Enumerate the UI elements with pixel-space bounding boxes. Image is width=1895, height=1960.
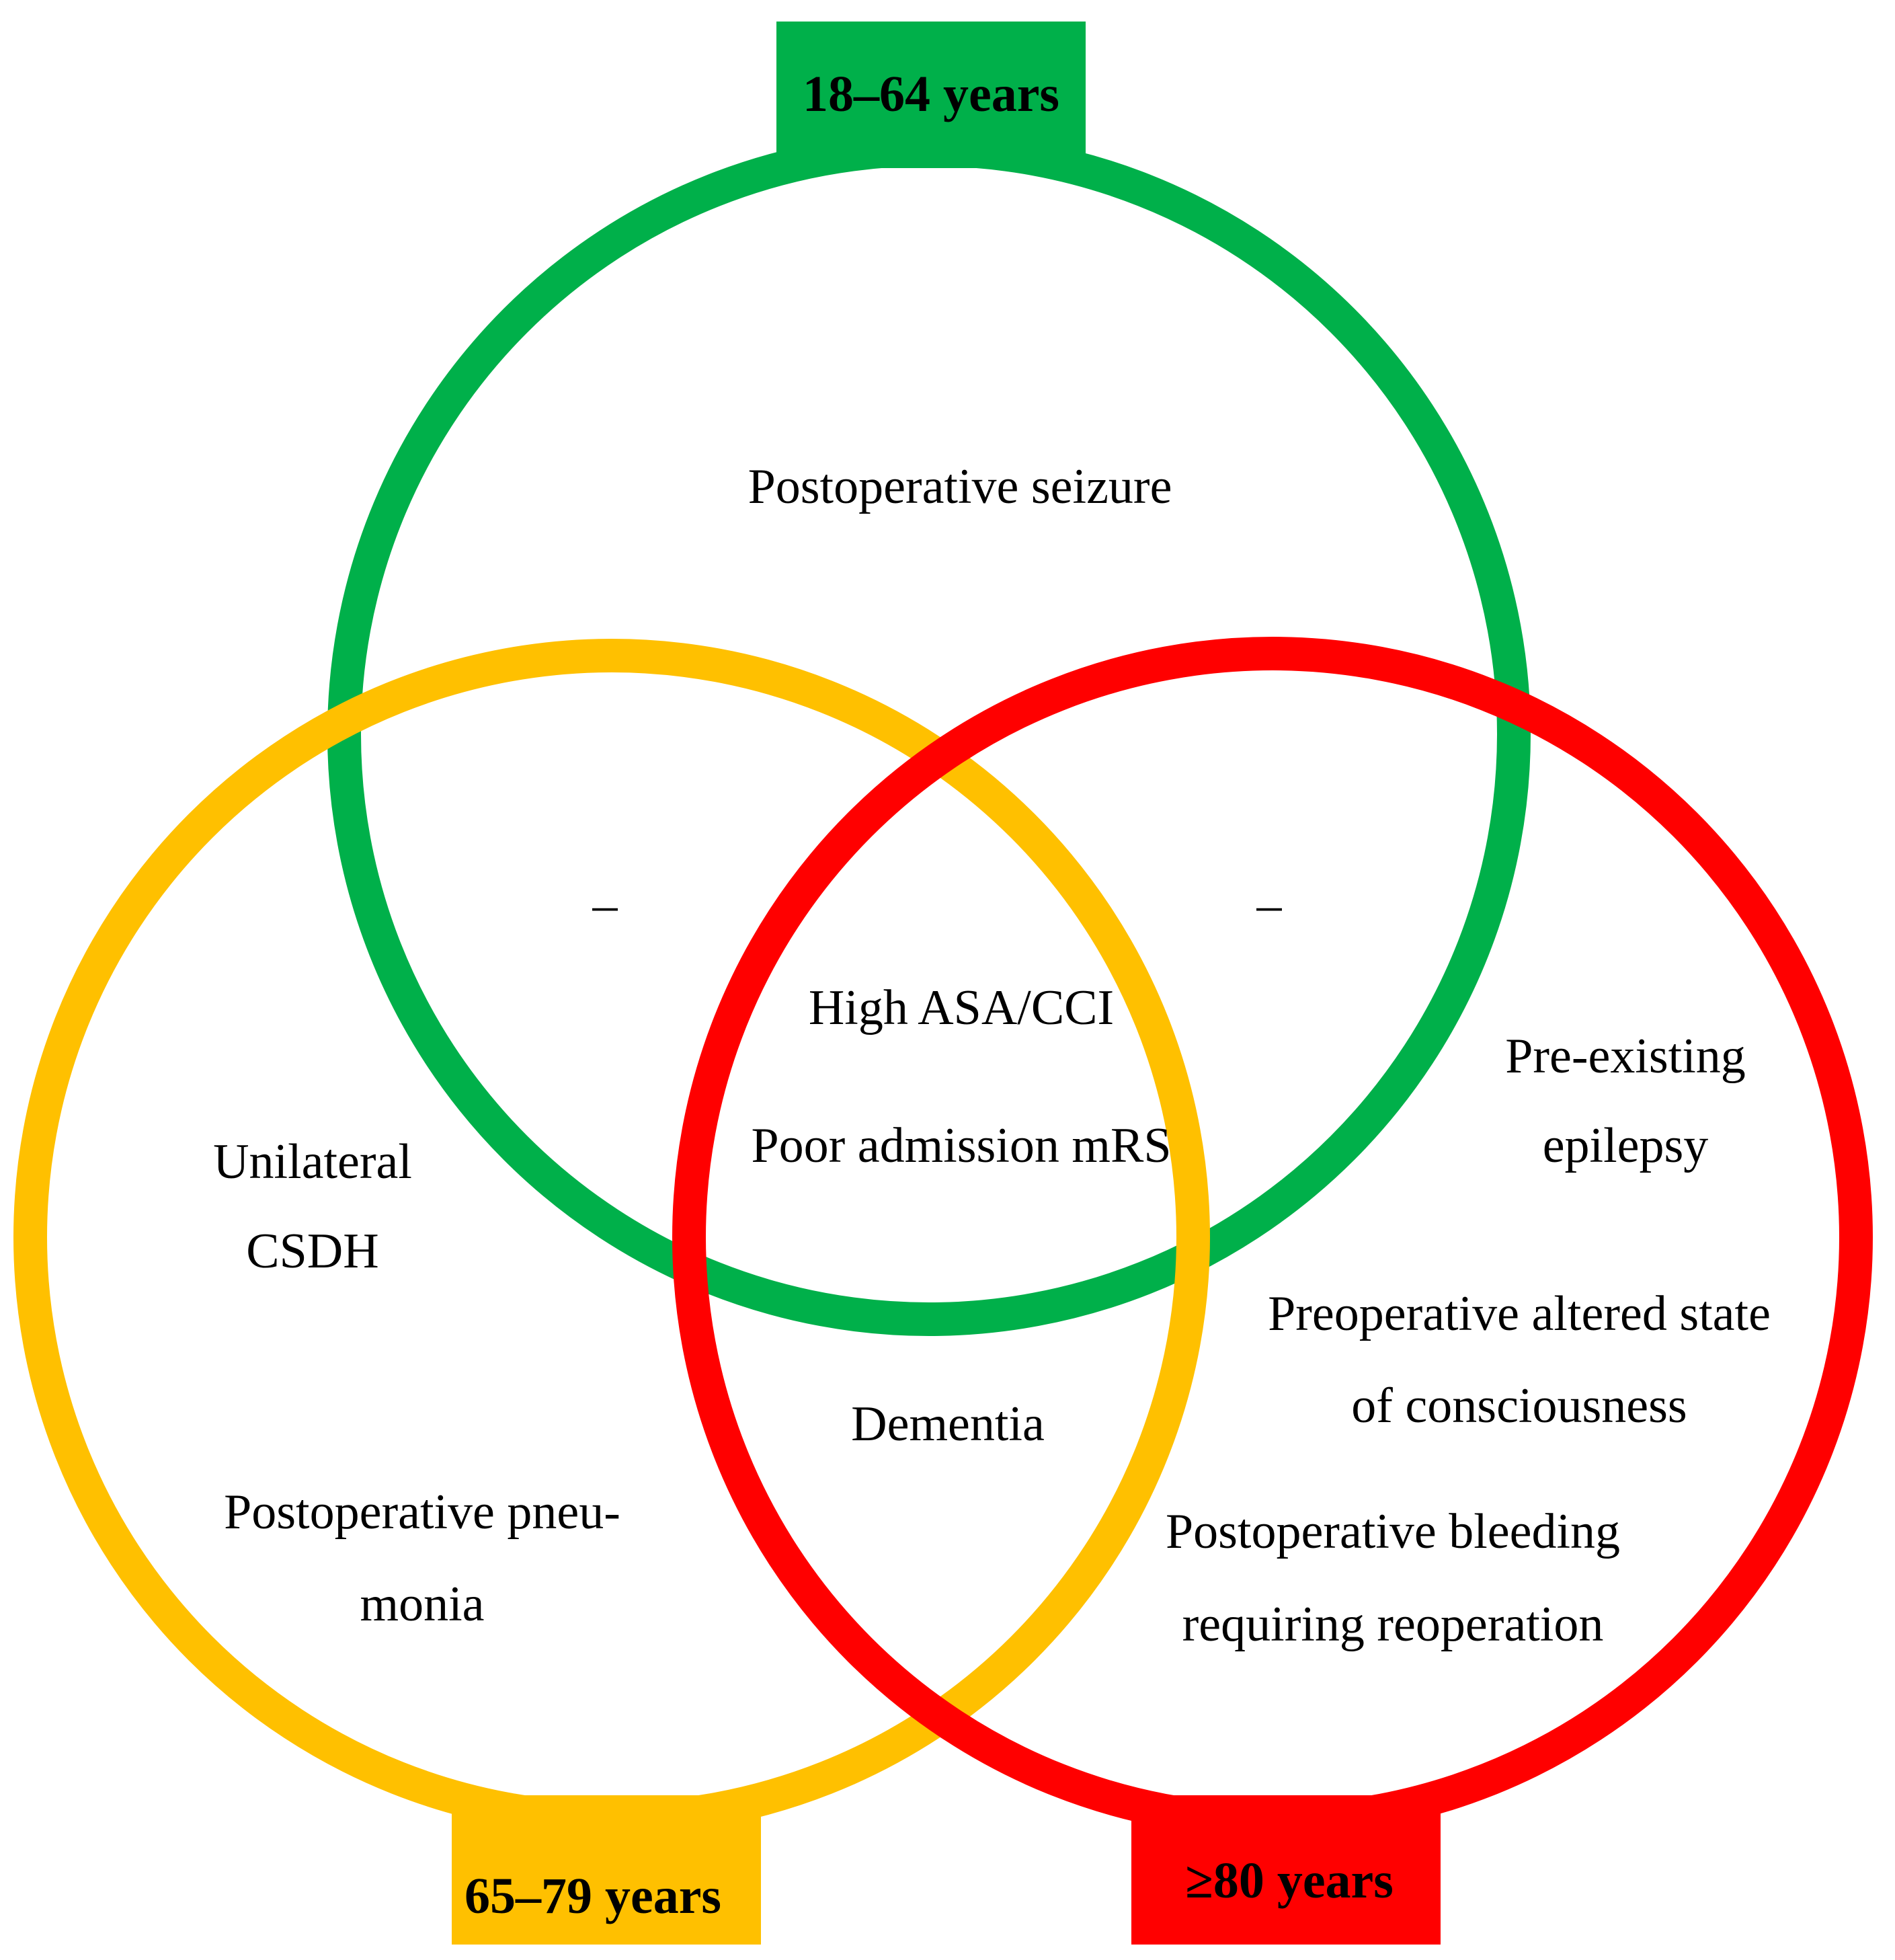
label-18-64-years: 18–64 years <box>803 66 1059 122</box>
region-old-only-item: Preoperative altered state <box>1268 1286 1771 1341</box>
circle-65-79 <box>13 639 1210 1836</box>
region-old-only-item: of consciousness <box>1351 1378 1687 1434</box>
region-young-old-item: – <box>1256 877 1283 933</box>
region-all-groups-item: Poor admission mRS <box>752 1118 1172 1173</box>
region-middle-only-item: monia <box>360 1577 485 1632</box>
region-young-middle-item: – <box>592 877 618 933</box>
region-old-only-item: Pre-existing <box>1505 1029 1746 1084</box>
label-80-plus-years: ≥80 years <box>1185 1852 1394 1909</box>
region-old-only-item: requiring reoperation <box>1182 1597 1604 1652</box>
region-middle-only-item: Postoperative pneu- <box>224 1485 620 1540</box>
region-young-only-item: Postoperative seizure <box>748 459 1172 514</box>
circle-80-plus <box>672 637 1873 1838</box>
region-middle-only-item: CSDH <box>246 1224 378 1279</box>
region-middle-only-item: Unilateral <box>213 1134 412 1189</box>
region-old-only-item: Postoperative bleeding <box>1166 1504 1620 1559</box>
region-middle-old-item: Dementia <box>851 1397 1045 1452</box>
label-65-79-years: 65–79 years <box>465 1868 721 1924</box>
region-all-groups-item: High ASA/CCI <box>809 980 1114 1035</box>
region-old-only-item: epilepsy <box>1543 1118 1709 1173</box>
